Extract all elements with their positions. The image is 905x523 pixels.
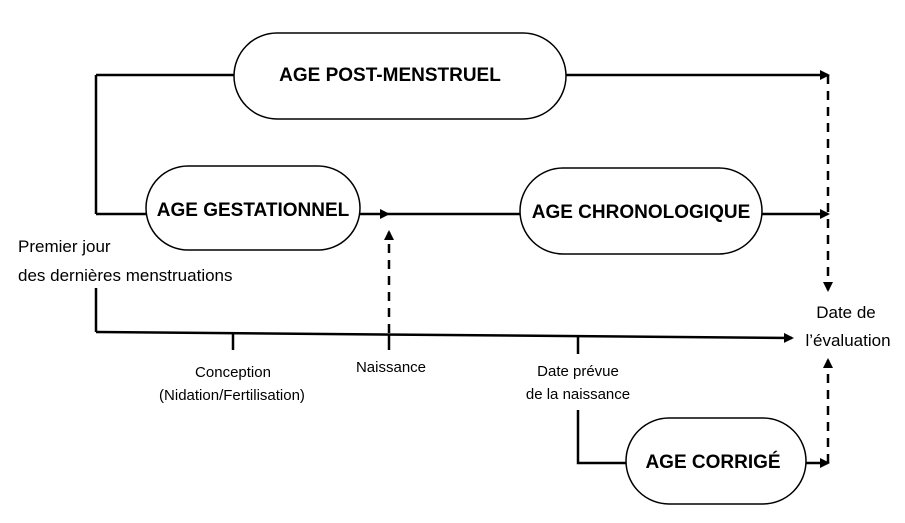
- naissance-label: Naissance: [356, 359, 426, 376]
- age-chronologique-box: [519, 167, 763, 255]
- date-evaluation-label-line2: l’évaluation: [805, 331, 890, 350]
- age-post-menstruel-box: [233, 32, 567, 120]
- premier-jour-label-line2: des dernières menstruations: [18, 266, 233, 285]
- conception-label-line2: (Nidation/Fertilisation): [159, 387, 305, 404]
- age-post-menstruel-label: AGE POST-MENSTRUEL: [279, 65, 501, 86]
- age-chronologique-label: AGE CHRONOLOGIQUE: [532, 202, 751, 223]
- age-gestationnel-label: AGE GESTATIONNEL: [157, 200, 350, 221]
- date-evaluation-label-line1: Date de: [816, 303, 876, 322]
- premier-jour-label-line1: Premier jour: [18, 237, 111, 256]
- timeline-arrow: [95, 330, 794, 343]
- date-prevue-to-corrige-line: [576, 410, 626, 465]
- age-corrige-label: AGE CORRIGÉ: [645, 451, 780, 473]
- age-corrige-box: [625, 417, 807, 505]
- conception-label-line1: Conception: [195, 364, 271, 381]
- age-gestationnel-box: [145, 165, 361, 251]
- date-prevue-label-line2: de la naissance: [526, 386, 630, 403]
- date-prevue-label-line1: Date prévue: [537, 363, 619, 380]
